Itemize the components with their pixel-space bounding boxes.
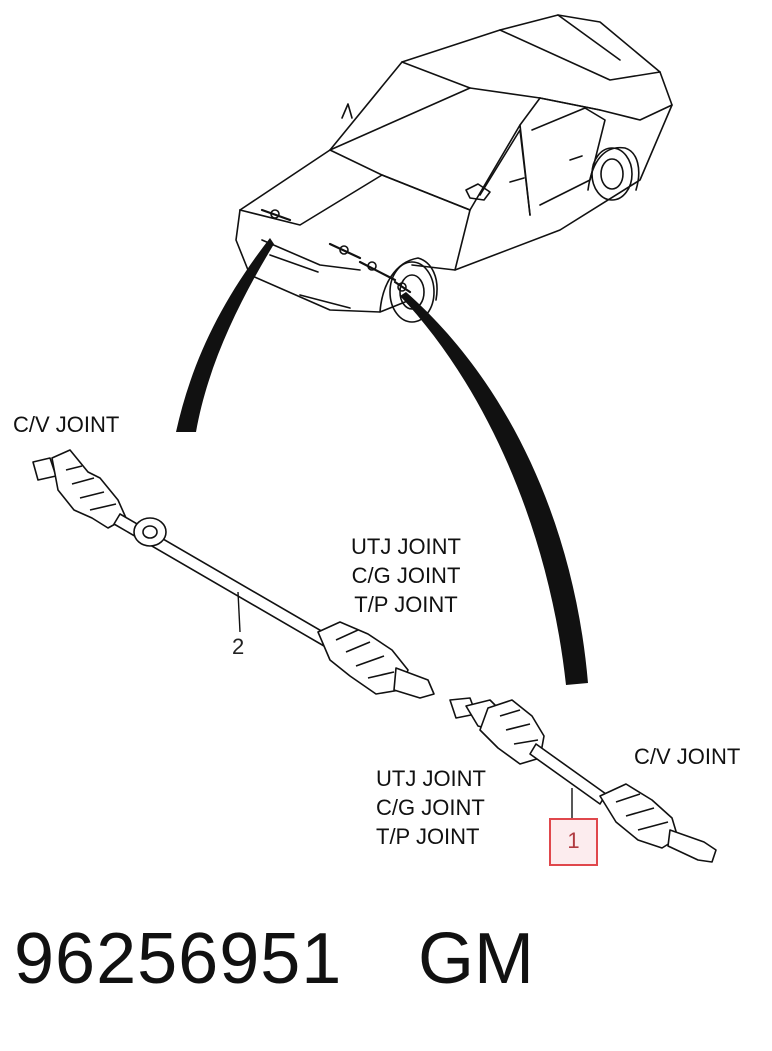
leader-arrow-left xyxy=(176,238,274,432)
leader-line-2 xyxy=(237,591,241,633)
cv-joint-label-left: C/V JOINT xyxy=(13,412,120,437)
joint-group-upper: UTJ JOINT C/G JOINT T/P JOINT xyxy=(336,532,476,619)
joint-label-utj: UTJ JOINT xyxy=(351,534,461,559)
callout-number-1: 1 xyxy=(567,828,580,853)
callout-number-1-highlight[interactable]: 1 xyxy=(549,818,598,866)
joint-label-utj: UTJ JOINT xyxy=(376,766,486,791)
joint-group-lower: UTJ JOINT C/G JOINT T/P JOINT xyxy=(376,764,486,851)
cv-joint-label-right: C/V JOINT xyxy=(634,744,741,769)
brand-name: GM xyxy=(418,919,534,999)
callout-number-2: 2 xyxy=(232,634,245,659)
part-number: 96256951 xyxy=(14,919,343,999)
joint-label-cg: C/G JOINT xyxy=(376,795,485,820)
car-illustration xyxy=(235,14,673,323)
leader-arrow-right xyxy=(400,292,588,685)
joint-label-tp: T/P JOINT xyxy=(376,824,480,849)
leader-arrows xyxy=(176,238,588,685)
drive-shaft-1 xyxy=(449,697,717,863)
joint-label-tp: T/P JOINT xyxy=(354,592,458,617)
joint-label-cg: C/G JOINT xyxy=(351,563,461,588)
callout-leaders xyxy=(237,591,573,818)
drive-shaft-2 xyxy=(32,449,435,699)
